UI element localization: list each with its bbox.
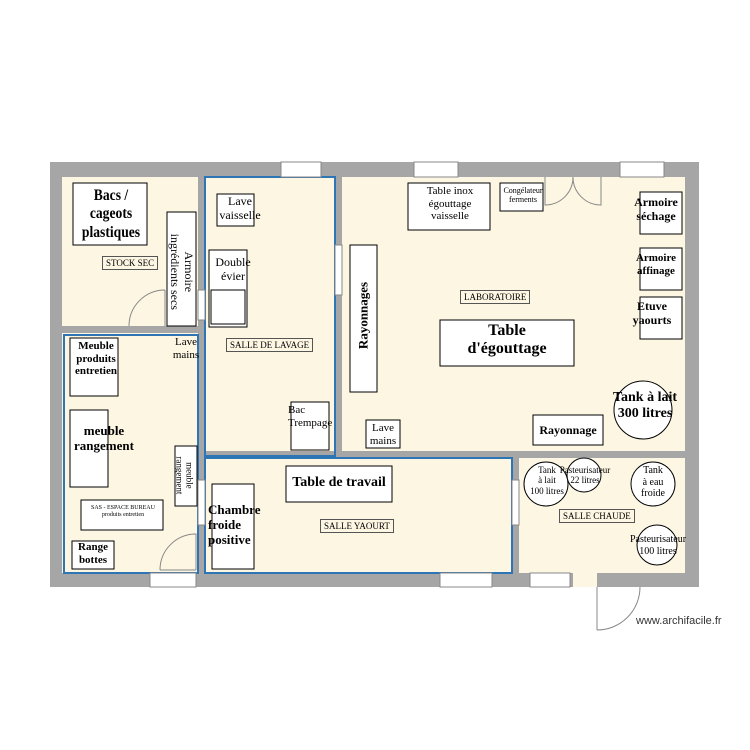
- table-inox-shape: [407, 182, 491, 231]
- lave-mains-1-label: Lave mains: [172, 336, 200, 361]
- partition-sas: [63, 334, 199, 574]
- window-right-lavage: [334, 244, 343, 296]
- etuve-yaourts-shape: [639, 296, 683, 340]
- bacs-cageots-label: Bacs / cageots plastiques: [81, 187, 141, 241]
- tank-eau-froide-shape: [630, 461, 676, 507]
- bac-trempage-label: Bac Trempage: [288, 404, 333, 429]
- rayonnages-label: Rayonnages: [355, 281, 371, 350]
- meuble-rangement-label: meuble rangement: [74, 423, 134, 453]
- door-labo-double-left: [544, 176, 574, 206]
- door-sas: [159, 533, 197, 571]
- etuve-yaourts-label: Etuve yaourts: [632, 299, 672, 327]
- double-evier-label: Double évier: [215, 255, 251, 283]
- bac-trempage-shape: [290, 401, 330, 451]
- window-top-labo-2: [619, 161, 665, 178]
- window-bottom-sas: [149, 572, 197, 588]
- sas-desk-shape: [80, 499, 164, 531]
- window-left-yaourt: [197, 479, 206, 526]
- rayonnage-shape: [532, 414, 604, 446]
- window-right-yaourt: [511, 479, 520, 526]
- meuble-produits-shape: [69, 337, 119, 397]
- room-label-salle-yaourt: SALLE YAOURT: [320, 519, 394, 533]
- rayonnages-shape: [349, 244, 378, 393]
- door-gap: [573, 573, 597, 587]
- room-label-stock-sec: STOCK SEC: [102, 256, 159, 270]
- room-label-salle-chaude: SALLE CHAUDE: [559, 509, 635, 523]
- table-travail-label: Table de travail: [292, 475, 386, 490]
- window-top-labo-1: [413, 161, 459, 178]
- table-inox-label: Table inox égouttage vaisselle: [426, 185, 474, 223]
- tank-eau-froide-label: Tank à eau froide: [641, 465, 665, 499]
- meuble-rangement-shape: [69, 409, 109, 488]
- lave-mains-2-label: Lave mains: [369, 422, 397, 447]
- armoire-ingredients-shape: [166, 211, 197, 327]
- double-evier-basin: [210, 289, 246, 325]
- congelateur-label: Congélateur ferments: [503, 186, 543, 205]
- bacs-cageots-shape: [72, 182, 148, 246]
- table-egouttage-shape: [439, 319, 575, 367]
- armoire-affinage-label: Armoire affinage: [635, 252, 677, 277]
- range-bottes-label: Range bottes: [78, 541, 108, 566]
- meuble-rangement-small-shape: [174, 445, 198, 507]
- pasteurisateur-22-shape: [566, 457, 602, 493]
- tank-lait-100-shape: [523, 461, 569, 507]
- armoire-ingredients-label: Armoire ingrédients secs: [168, 233, 196, 310]
- table-travail-shape: [285, 465, 393, 503]
- pasteurisateur-100-shape: [636, 524, 678, 566]
- chambre-froide-shape: [211, 483, 255, 570]
- door-stock-sec: [128, 289, 166, 327]
- window-left-lavage: [197, 289, 206, 321]
- table-egouttage-label: Table d'égouttage: [467, 322, 547, 358]
- window-bottom-yaourt: [439, 572, 493, 588]
- rayonnage-label: Rayonnage: [539, 423, 597, 437]
- archifacile-watermark: www.archifacile.fr: [636, 615, 722, 627]
- meuble-produits-label: Meuble produits entretien: [75, 340, 117, 378]
- pasteurisateur-100-label: Pasteurisateur 100 litres: [629, 534, 687, 557]
- door-exterior: [596, 586, 641, 631]
- armoire-sechage-shape: [639, 191, 683, 235]
- window-top-lavage: [280, 161, 322, 178]
- tank-lait-300-shape: [613, 380, 673, 440]
- range-bottes-shape: [71, 540, 115, 570]
- pasteurisateur-22-label: Pasteurisateur 22 litres: [559, 465, 611, 486]
- room-label-salle-lavage: SALLE DE LAVAGE: [226, 338, 314, 352]
- armoire-affinage-shape: [639, 247, 683, 291]
- tank-lait-300-label: Tank à lait 300 litres: [612, 390, 678, 422]
- chambre-froide-label: Chambre froide positive: [208, 502, 261, 547]
- window-bottom-chaude: [529, 572, 571, 588]
- lave-vaisselle-label: Lave vaisselle: [219, 194, 261, 222]
- meuble-rangement-small-label: meuble rangement: [174, 456, 195, 495]
- room-label-sas: SAS - ESPACE BUREAU produits entretien: [91, 505, 155, 518]
- lave-vaisselle-shape: [216, 193, 255, 227]
- armoire-sechage-label: Armoire séchage: [634, 195, 678, 223]
- room-label-laboratoire: LABORATOIRE: [460, 290, 531, 304]
- tank-lait-100-label: Tank à lait 100 litres: [530, 465, 564, 496]
- congelateur-shape: [499, 182, 544, 212]
- door-labo-double-right: [572, 176, 602, 206]
- lave-mains-2-shape: [365, 419, 401, 449]
